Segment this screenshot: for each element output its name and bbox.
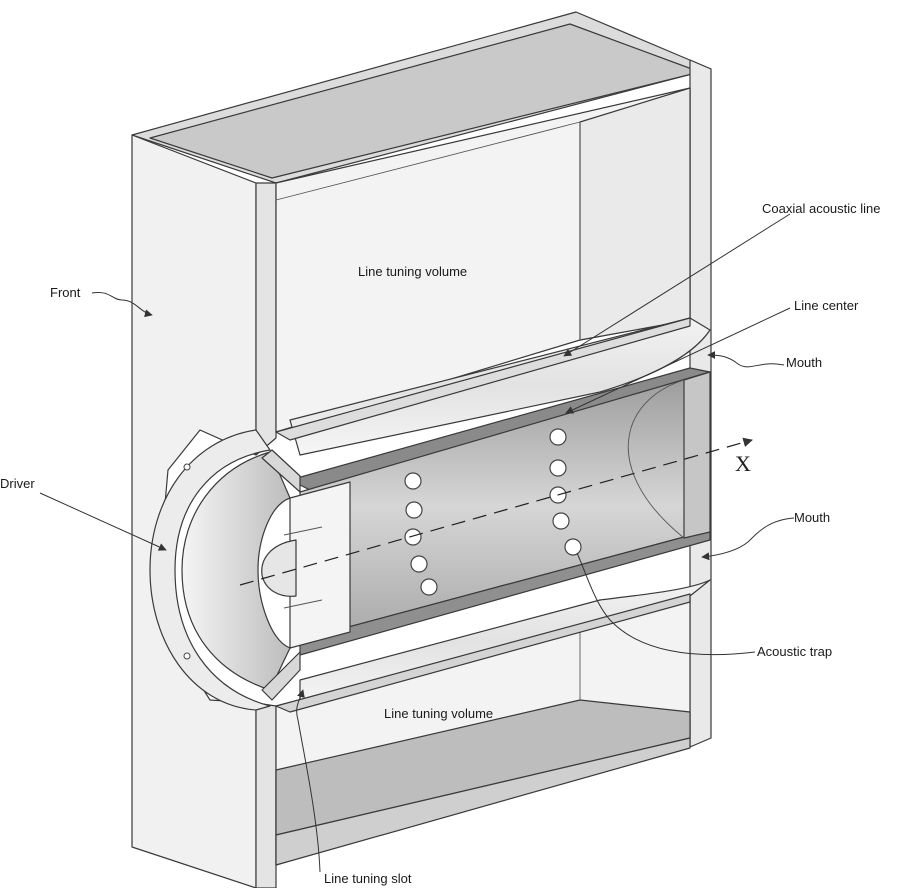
outer-shell-lower-rim (275, 593, 691, 713)
trap-hole (405, 501, 423, 519)
trap-hole (404, 528, 422, 546)
trap-hole (549, 428, 567, 446)
driver-cone (181, 451, 291, 691)
front-slab-edge (255, 182, 277, 456)
driver-basket-lower (261, 651, 301, 701)
fin-lower (283, 599, 323, 609)
front-slab-edge-bottom (255, 702, 277, 888)
driver-dust-cap (261, 539, 297, 597)
label-line-center: Line center (794, 298, 859, 313)
x-axis: X (239, 437, 753, 586)
label-front: Front (50, 285, 81, 300)
driver-basket-upper (261, 449, 301, 493)
label-mouth-bottom: Mouth (794, 510, 830, 525)
x-axis-label: X (735, 451, 751, 476)
driver-frame (149, 429, 271, 711)
leader-lines (39, 213, 795, 873)
front-arrow-icon (91, 291, 153, 318)
driver (149, 429, 301, 711)
coaxial-line-arrow-icon (563, 213, 791, 357)
trap-hole (420, 578, 438, 596)
label-acoustic-trap: Acoustic trap (757, 644, 832, 659)
trap-hole (410, 555, 428, 573)
trap-hole (549, 459, 567, 477)
label-coaxial-acoustic-line: Coaxial acoustic line (762, 201, 881, 216)
acoustic-trap-holes (404, 428, 582, 596)
trap-hole (404, 472, 422, 490)
trap-hole (552, 512, 570, 530)
mouth-bottom-arrow-icon (701, 517, 795, 561)
mount-hole-top (183, 463, 191, 471)
line-tuning-slot-arrow-icon (296, 689, 321, 873)
mouth-top-arrow-icon (707, 351, 785, 368)
lower-chamber-floor (275, 699, 691, 836)
inner-tube-bottom-wall (299, 529, 711, 656)
inner-tube-front-plate (289, 481, 351, 649)
driver-arrow-icon (39, 492, 167, 551)
inner-tube-mouth-curve (627, 379, 685, 539)
upper-chamber-rear-edge (275, 121, 581, 201)
labels: Front Driver Line tuning volume Coaxial … (0, 201, 881, 886)
label-line-tuning-slot: Line tuning slot (324, 871, 412, 886)
acoustic-trap-leader (576, 552, 756, 656)
label-driver: Driver (0, 476, 35, 491)
fin-upper (283, 526, 323, 536)
lower-chamber-floor-front (275, 737, 691, 866)
outer-shell-upper-rim (275, 317, 691, 441)
label-mouth-top: Mouth (786, 355, 822, 370)
label-line-tuning-volume-top: Line tuning volume (358, 264, 467, 279)
x-axis-line (239, 437, 753, 586)
label-line-tuning-volume-bottom: Line tuning volume (384, 706, 493, 721)
mount-hole-bottom (183, 652, 191, 660)
trap-hole (564, 538, 582, 556)
upper-chamber-divider (579, 87, 691, 341)
line-center-arrow-icon (565, 307, 791, 414)
coaxial-acoustic-line-shell (275, 317, 711, 713)
enclosure (131, 11, 712, 888)
